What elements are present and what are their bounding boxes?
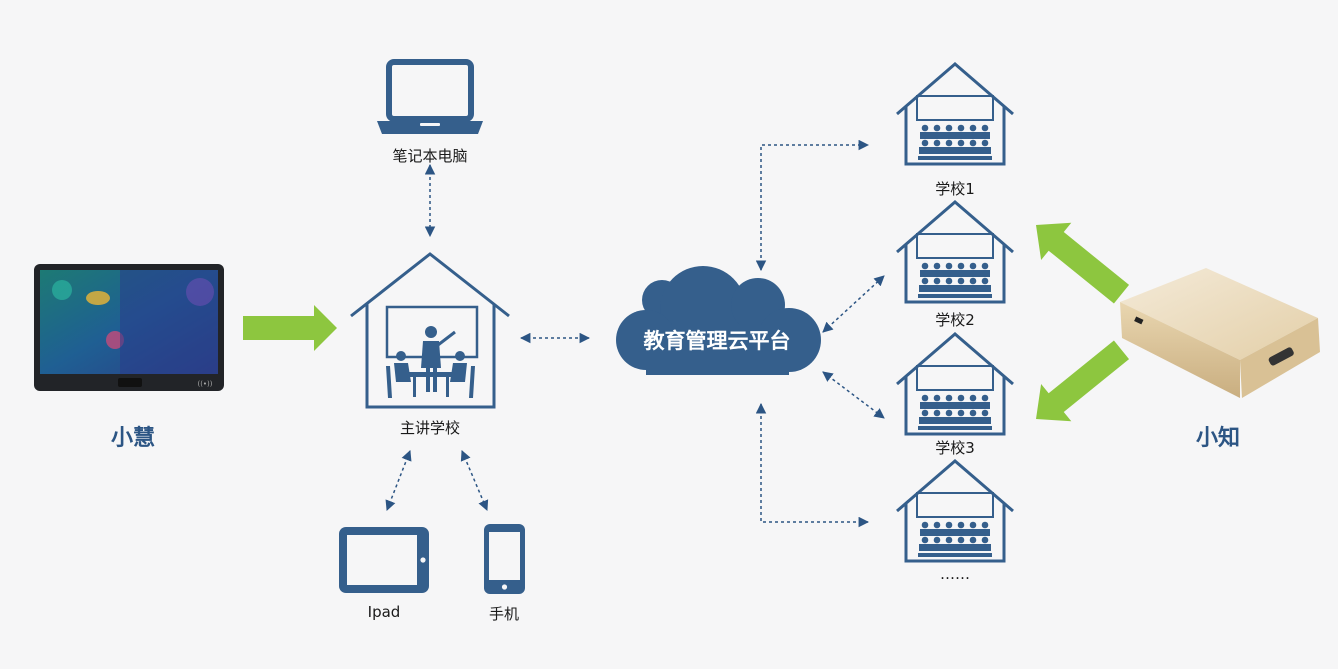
link-cloud-school1 [755, 139, 870, 272]
classroom-icon-1 [895, 62, 1015, 166]
left-device-label: 小慧 [110, 426, 156, 451]
link-cloud-school2 [822, 275, 885, 333]
box-device [1120, 268, 1320, 398]
tablet-icon [339, 527, 429, 593]
phone-label: 手机 [488, 605, 520, 623]
link-school-ipad [385, 450, 412, 511]
phone-icon [484, 524, 525, 594]
classroom-icon-3 [895, 332, 1015, 436]
svg-text:((•)): ((•)) [197, 380, 212, 388]
laptop-icon [377, 59, 483, 134]
green-arrow-right-down [1036, 340, 1130, 422]
school1-label: 学校1 [935, 180, 975, 198]
green-arrow-right-up [1036, 222, 1130, 304]
classroom-icon-2 [895, 200, 1015, 304]
school3-label: 学校3 [935, 439, 975, 457]
ipad-label: Ipad [367, 603, 401, 621]
link-school-phone [460, 450, 489, 511]
main-school-label: 主讲学校 [399, 419, 461, 437]
school2-label: 学校2 [935, 311, 975, 329]
touch-panel-device: ((•)) [34, 264, 224, 391]
laptop-label: 笔记本电脑 [392, 147, 468, 165]
school-house-icon [350, 252, 510, 409]
link-cloud-school4 [755, 402, 870, 528]
classroom-icon-4 [895, 459, 1015, 563]
cloud-label: 教育管理云平台 [643, 329, 791, 353]
more-schools-label: …… [940, 565, 970, 583]
green-arrow-left [243, 305, 337, 351]
link-cloud-school3 [822, 371, 885, 419]
cloud-icon [616, 266, 821, 375]
right-device-label: 小知 [1195, 426, 1241, 451]
